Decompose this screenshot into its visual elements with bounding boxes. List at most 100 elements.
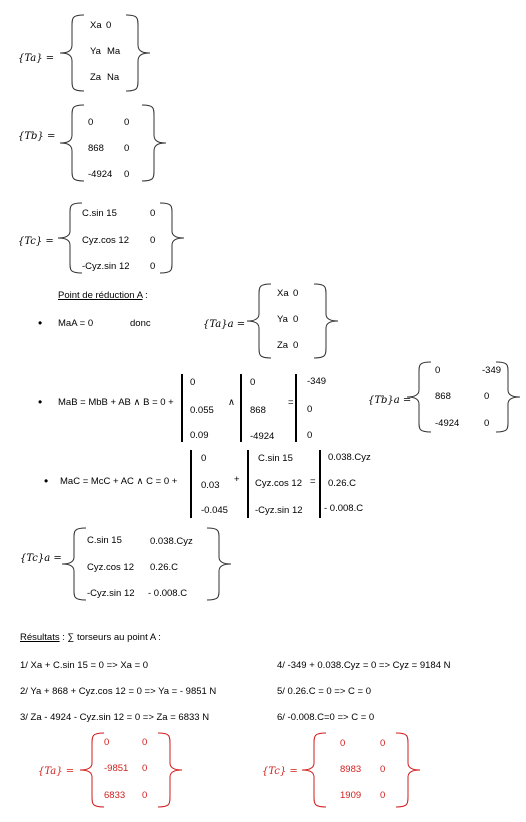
tb-row3-col1: -4924 <box>88 169 113 180</box>
tb-a-row2-col1: 868 <box>435 391 451 402</box>
equals-sign: = <box>310 476 316 487</box>
ta-final-row3-col1: 6833 <box>104 790 126 801</box>
right-brace <box>159 202 185 274</box>
equation-4: 4/ -349 + 0.038.Cyz = 0 => Cyz = 9184 N <box>277 660 451 671</box>
ab-y: 0.055 <box>190 405 214 416</box>
tc-label: {Tc} = <box>18 236 54 247</box>
tb-row2-col2: 0 <box>124 143 130 154</box>
tc-final-label: {Tc} = <box>262 766 298 777</box>
left-brace <box>61 527 87 601</box>
vector-bar <box>319 450 321 518</box>
equals-sign: = <box>288 397 294 408</box>
ta-row3-col1: Za <box>90 72 102 83</box>
tc-a-row3-col2: - 0.008.C <box>148 588 188 599</box>
left-brace <box>57 202 83 274</box>
right-brace <box>206 527 232 601</box>
tb-a-row2-col2: 0 <box>484 391 490 402</box>
results-heading: Résultats : ∑ torseurs au point A : <box>20 632 161 643</box>
ac-x: 0 <box>201 453 207 464</box>
res-c-x: 0.038.Cyz <box>328 452 371 463</box>
ta-row2-col1: Ya <box>90 46 101 57</box>
maa-text: MaA = 0 <box>58 318 94 329</box>
equation-2: 2/ Ya + 868 + Cyz.cos 12 = 0 => Ya = - 9… <box>20 686 217 697</box>
left-brace <box>301 732 327 808</box>
ta-a-row2-col2: 0 <box>293 314 299 325</box>
tc-a-label: {Tc}a = <box>20 553 62 564</box>
tb-a-row3-col1: -4924 <box>435 418 460 429</box>
equation-5: 5/ 0.26.C = 0 => C = 0 <box>277 686 372 697</box>
res-b-x: -349 <box>307 376 327 387</box>
tb-row1-col2: 0 <box>124 117 130 128</box>
ta-a-row1-col2: 0 <box>293 288 299 299</box>
tc-final-row3-col1: 1909 <box>340 790 362 801</box>
c-z: -Cyz.sin 12 <box>255 505 303 516</box>
mab-text: MaB = MbB + AB ∧ B = 0 + <box>58 397 174 408</box>
tb-a-row1-col2: -349 <box>482 365 502 376</box>
vector-bar <box>181 374 183 442</box>
tb-label: {Tb} = <box>18 131 56 142</box>
vector-bar <box>190 450 192 518</box>
tb-row1-col1: 0 <box>88 117 94 128</box>
left-brace <box>59 104 85 182</box>
res-b-y: 0 <box>307 404 313 415</box>
vector-bar <box>240 374 242 442</box>
res-b-z: 0 <box>307 430 313 441</box>
right-brace <box>125 14 151 92</box>
ta-final-row1-col2: 0 <box>142 737 148 748</box>
tc-a-row3-col1: -Cyz.sin 12 <box>87 588 135 599</box>
ta-a-row1-col1: Xa <box>277 288 289 299</box>
ta-final-row2-col1: -9851 <box>104 763 129 774</box>
equation-6: 6/ -0.008.C=0 => C = 0 <box>277 712 375 723</box>
c-y: Cyz.cos 12 <box>255 478 302 489</box>
left-brace <box>59 14 85 92</box>
tb-row2-col1: 868 <box>88 143 104 154</box>
tc-a-row2-col1: Cyz.cos 12 <box>87 562 134 573</box>
ta-a-label: {Ta}a = <box>203 319 246 330</box>
c-x: C.sin 15 <box>258 453 293 464</box>
b-x: 0 <box>250 377 256 388</box>
tc-a-row1-col2: 0.038.Cyz <box>150 536 193 547</box>
ta-a-row2-col1: Ya <box>277 314 288 325</box>
right-brace <box>141 104 167 182</box>
ta-a-row3-col1: Za <box>277 340 289 351</box>
b-y: 868 <box>250 405 266 416</box>
tc-final-row1-col1: 0 <box>340 738 346 749</box>
res-c-z: - 0.008.C <box>324 503 364 514</box>
ta-final-row1-col1: 0 <box>104 737 110 748</box>
right-brace <box>313 283 339 359</box>
left-brace <box>246 283 272 359</box>
right-brace <box>495 361 521 433</box>
tc-row2-col1: Cyz.cos 12 <box>82 235 129 246</box>
ta-a-row3-col2: 0 <box>293 340 299 351</box>
left-brace <box>406 361 432 433</box>
ac-z: -0.045 <box>201 505 228 516</box>
reduction-heading: Point de réduction A : <box>58 290 148 301</box>
left-brace <box>79 732 105 808</box>
ta-final-row3-col2: 0 <box>142 790 148 801</box>
bullet: • <box>44 474 49 488</box>
ta-row1-col2: 0 <box>106 20 112 31</box>
tc-row2-col2: 0 <box>150 235 156 246</box>
equation-3: 3/ Za - 4924 - Cyz.sin 12 = 0 => Za = 68… <box>20 712 210 723</box>
b-z: -4924 <box>250 431 275 442</box>
tc-final-row2-col2: 0 <box>380 764 386 775</box>
tc-row1-col2: 0 <box>150 208 156 219</box>
wedge-symbol: ∧ <box>228 397 235 408</box>
ab-x: 0 <box>190 377 196 388</box>
tc-row1-col1: C.sin 15 <box>82 208 117 219</box>
right-brace <box>395 732 421 808</box>
tc-a-row2-col2: 0.26.C <box>150 562 178 573</box>
ab-z: 0.09 <box>190 430 209 441</box>
tb-a-row3-col2: 0 <box>484 418 490 429</box>
tb-row3-col2: 0 <box>124 169 130 180</box>
mac-text: MaC = McC + AC ∧ C = 0 + <box>60 476 178 487</box>
ta-row2-col2: Ma <box>107 46 121 57</box>
tc-row3-col1: -Cyz.sin 12 <box>82 261 130 272</box>
donc-text: donc <box>130 318 151 329</box>
tc-row3-col2: 0 <box>150 261 156 272</box>
bullet: • <box>38 395 43 409</box>
tb-a-label: {Tb}a = <box>368 395 412 406</box>
tc-a-row1-col1: C.sin 15 <box>87 535 122 546</box>
ta-final-row2-col2: 0 <box>142 763 148 774</box>
vector-bar <box>247 450 249 518</box>
